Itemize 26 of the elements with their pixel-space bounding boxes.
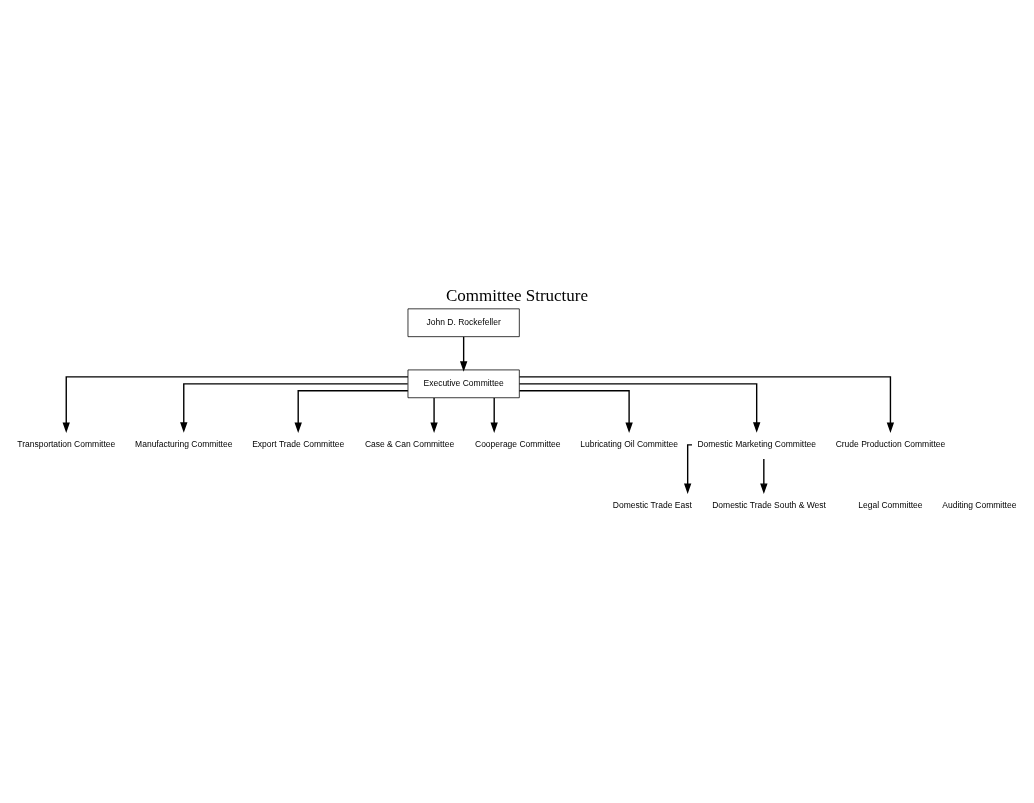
arrow — [62, 375, 409, 433]
label: Legal Committee — [858, 499, 923, 510]
diagram-title: Committee Structure — [445, 285, 589, 305]
node-text: Case & Can Committee — [364, 438, 455, 449]
arrow — [518, 389, 633, 433]
arrow — [518, 382, 761, 433]
arrow — [180, 382, 409, 433]
node-text: Crude Production Committee — [835, 438, 946, 449]
node-text: Domestic Trade East — [612, 499, 692, 510]
node-box: John D. Rockefeller — [407, 307, 520, 337]
label: Auditing Committee — [942, 499, 1017, 510]
node-text: Domestic Trade South & West — [712, 499, 826, 510]
node-text: Lubricating Oil Committee — [580, 438, 679, 449]
arrow — [490, 396, 498, 433]
node-text: Cooperage Committee — [475, 438, 561, 449]
node-text: Manufacturing Committee — [135, 438, 233, 449]
node-text: Export Trade Committee — [252, 438, 345, 449]
node-text: Transportation Committee — [17, 438, 116, 449]
arrow — [518, 375, 895, 433]
arrow — [294, 389, 409, 433]
arrow — [430, 396, 438, 433]
arrow — [459, 335, 468, 372]
arrow — [684, 443, 693, 494]
node-text: Domestic Marketing Committee — [697, 438, 816, 449]
arrow — [760, 457, 768, 494]
node-box: Executive Committee — [407, 369, 520, 398]
